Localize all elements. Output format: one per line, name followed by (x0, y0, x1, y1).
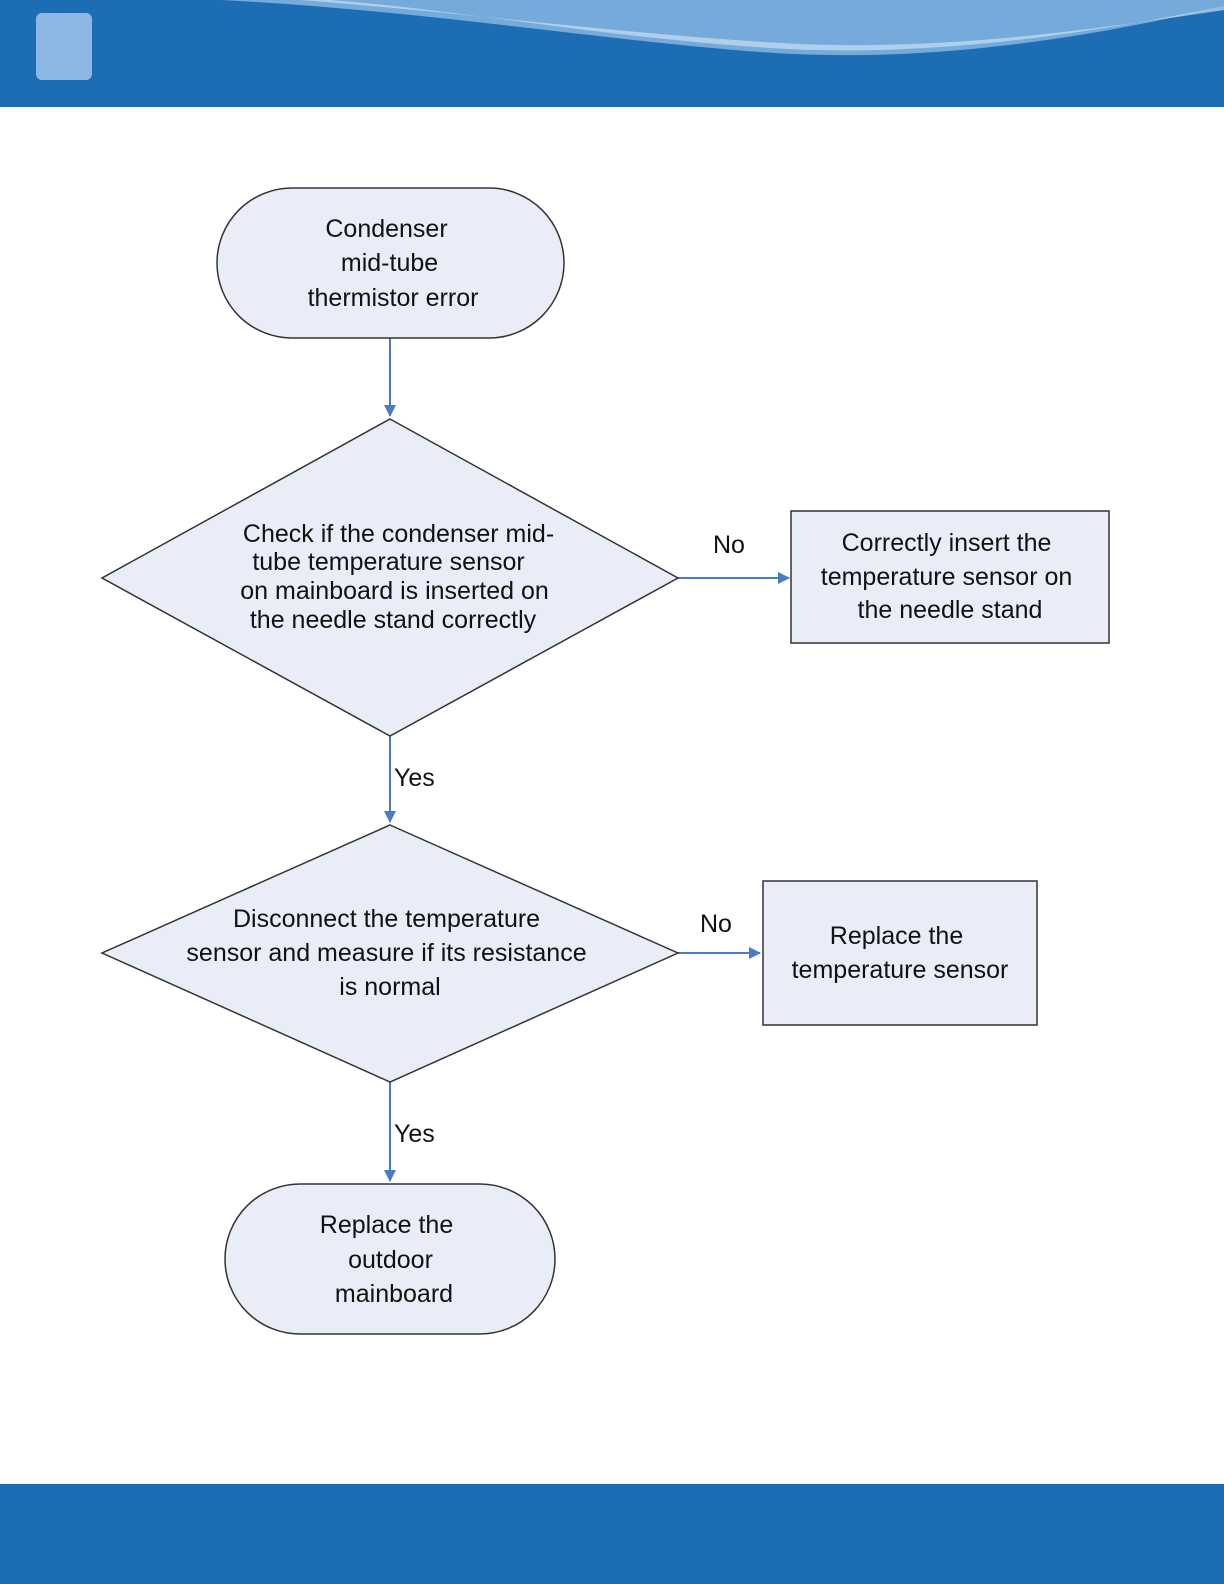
node-check-sensor-text: Check if the condenser mid- tube tempera… (240, 520, 561, 634)
node-check-sensor: Check if the condenser mid- tube tempera… (100, 418, 680, 737)
node-check-resistance-shape (100, 824, 680, 1083)
edge-label-check-sensor-no: No (713, 531, 745, 559)
node-insert-sensor-line-2: temperature sensor on (821, 563, 1073, 591)
node-check-sensor-line-3: on mainboard is inserted on (240, 577, 549, 605)
node-insert-sensor-text: Correctly insert the temperature sensor … (821, 529, 1079, 624)
node-check-resistance: Disconnect the temperature sensor and me… (100, 824, 680, 1083)
node-insert-sensor: Correctly insert the temperature sensor … (790, 510, 1110, 644)
edge-label-check-sensor-yes: Yes (394, 764, 435, 792)
header-banner (0, 0, 1224, 107)
node-check-sensor-line-2: tube temperature sensor (252, 548, 524, 576)
edge-label-check-resistance-no: No (700, 910, 732, 938)
node-start-line-2: mid-tube (341, 249, 438, 277)
footer-banner (0, 1484, 1224, 1584)
node-insert-sensor-line-3: the needle stand (858, 596, 1043, 624)
node-replace-mainboard: Replace the outdoor mainboard (224, 1183, 556, 1335)
node-replace-sensor-line-2: temperature sensor (792, 956, 1009, 984)
node-check-sensor-shape (100, 418, 680, 737)
node-check-sensor-line-1: Check if the condenser mid- (243, 520, 554, 548)
node-insert-sensor-line-1: Correctly insert the (842, 529, 1052, 557)
node-check-resistance-line-2: sensor and measure if its resistance (186, 939, 586, 967)
node-replace-sensor-text: Replace the temperature sensor (792, 922, 1009, 984)
node-replace-sensor-shape (762, 880, 1038, 1026)
node-check-sensor-line-4: the needle stand correctly (250, 606, 537, 634)
node-start-line-1: Condenser (325, 215, 447, 243)
node-replace-sensor-line-1: Replace the (830, 922, 963, 950)
node-replace-mainboard-shape (224, 1183, 556, 1335)
square-badge-icon (36, 13, 92, 80)
node-check-resistance-text: Disconnect the temperature sensor and me… (186, 905, 593, 1001)
node-replace-sensor: Replace the temperature sensor (762, 880, 1038, 1026)
edge-label-check-resistance-yes: Yes (394, 1120, 435, 1148)
node-replace-mainboard-line-2: outdoor (348, 1246, 433, 1274)
node-replace-mainboard-text: Replace the outdoor mainboard (320, 1211, 460, 1308)
node-start: Condenser mid-tube thermistor error (216, 187, 565, 339)
node-insert-sensor-shape (790, 510, 1110, 644)
node-start-line-3: thermistor error (308, 284, 479, 312)
node-start-shape (216, 187, 565, 339)
node-replace-mainboard-line-3: mainboard (335, 1280, 453, 1308)
node-start-text: Condenser mid-tube thermistor error (308, 215, 479, 312)
node-check-resistance-line-1: Disconnect the temperature (233, 905, 540, 933)
edges (384, 338, 790, 1182)
node-check-resistance-line-3: is normal (339, 973, 440, 1001)
node-replace-mainboard-line-1: Replace the (320, 1211, 453, 1239)
